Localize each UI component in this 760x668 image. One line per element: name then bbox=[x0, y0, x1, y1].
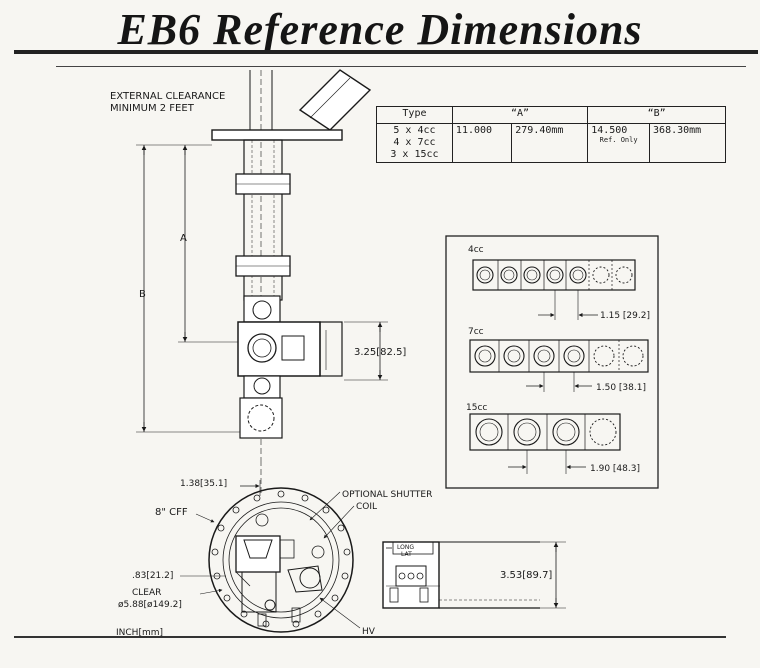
lat-label: LAT bbox=[401, 551, 412, 558]
crucible-4cc-label: 4cc bbox=[468, 245, 484, 255]
title-rule bbox=[14, 50, 758, 54]
flange-label: 8" CFF bbox=[155, 507, 188, 518]
long-label: LONG bbox=[397, 544, 414, 551]
crucible-15cc-row bbox=[469, 413, 621, 474]
clear-label: CLEAR bbox=[132, 588, 161, 598]
crucible-15cc-pitch: 1.90 [48.3] bbox=[590, 464, 640, 474]
side-view bbox=[136, 69, 388, 460]
clearance-line2: MINIMUM 2 FEET bbox=[110, 103, 195, 114]
crucible-panel bbox=[445, 235, 659, 489]
top-view bbox=[180, 460, 361, 633]
crucible-15cc-label: 15cc bbox=[466, 403, 487, 413]
clearance-line1: EXTERNAL CLEARANCE bbox=[110, 91, 225, 102]
dim-height-label: 3.25[82.5] bbox=[354, 347, 406, 358]
dim-b-label: B bbox=[139, 289, 146, 300]
table-header-type: Type bbox=[376, 106, 453, 124]
b-inch-value: 14.500 bbox=[591, 125, 628, 136]
crucible-7cc-row bbox=[469, 339, 649, 392]
b-ref-note: Ref. Only bbox=[599, 136, 638, 144]
b-mm-cell: 368.30mm bbox=[649, 123, 726, 163]
offset-label: 1.38[35.1] bbox=[180, 479, 227, 489]
type-5x4cc: 5 x 4cc bbox=[393, 125, 436, 136]
units-label: INCH[mm] bbox=[116, 628, 163, 638]
crucible-4cc-row bbox=[472, 259, 636, 320]
optional-shutter-label: OPTIONAL SHUTTER bbox=[342, 490, 432, 500]
dim-a-label: A bbox=[180, 233, 187, 244]
table-header-a: “A” bbox=[451, 106, 589, 124]
end-view-height-label: 3.53[89.7] bbox=[500, 570, 552, 581]
b-inch-cell: 14.500 Ref. Only bbox=[587, 123, 651, 163]
frame-rule bbox=[56, 66, 746, 67]
type-3x15cc: 3 x 15cc bbox=[390, 149, 439, 160]
crucible-7cc-label: 7cc bbox=[468, 327, 484, 337]
dim-83-label: .83[21.2] bbox=[132, 571, 173, 581]
a-mm-cell: 279.40mm bbox=[511, 123, 589, 163]
page-title: EB6 Reference Dimensions bbox=[117, 5, 643, 54]
a-inch-cell: 11.000 bbox=[451, 123, 513, 163]
end-view bbox=[382, 541, 566, 609]
coil-label: COIL bbox=[356, 502, 377, 512]
crucible-4cc-pitch: 1.15 [29.2] bbox=[600, 311, 650, 321]
clear-diameter-label: ø5.88[ø149.2] bbox=[118, 600, 182, 610]
hv-label: HV bbox=[362, 627, 376, 637]
dimensions-table: Type “A” “B” 5 x 4cc 4 x 7cc 3 x 15cc 11… bbox=[376, 106, 726, 163]
crucible-7cc-pitch: 1.50 [38.1] bbox=[596, 383, 646, 393]
table-header-b: “B” bbox=[587, 106, 726, 124]
bottom-rule bbox=[14, 636, 726, 638]
type-4x7cc: 4 x 7cc bbox=[393, 137, 436, 148]
table-types-cell: 5 x 4cc 4 x 7cc 3 x 15cc bbox=[376, 123, 453, 163]
